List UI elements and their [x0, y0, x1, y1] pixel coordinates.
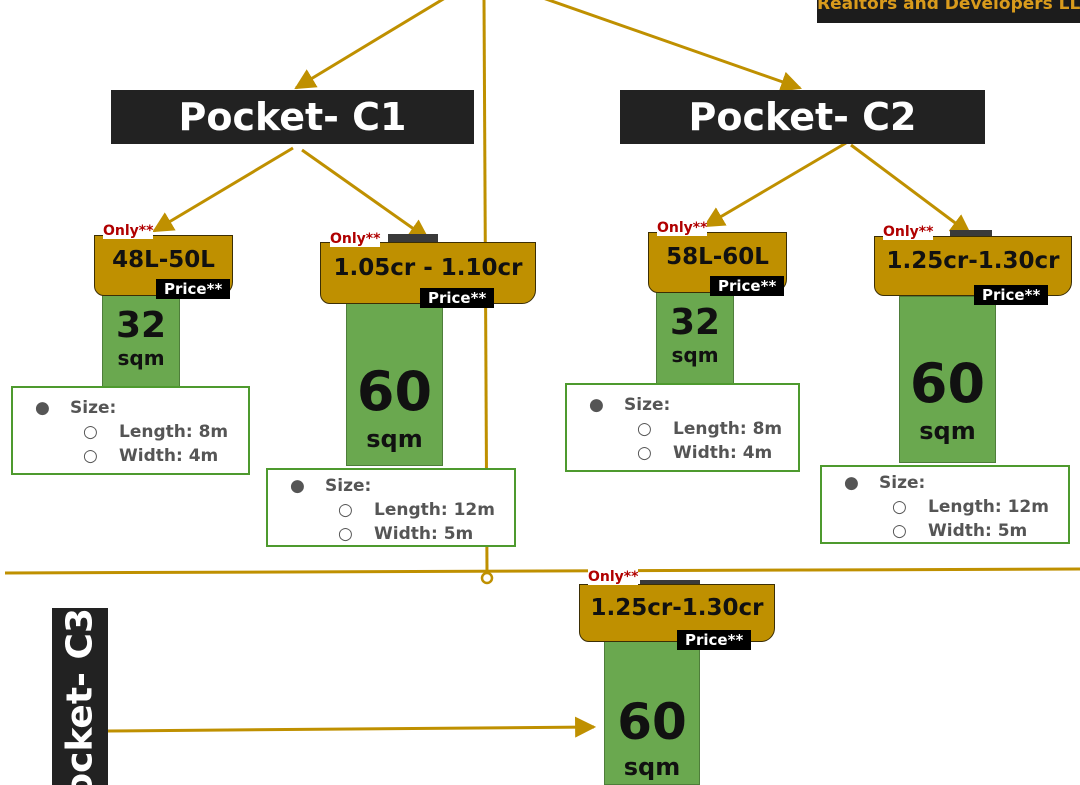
width-value: Width: 4m: [673, 443, 773, 463]
width-value: Width: 5m: [928, 521, 1028, 541]
price-label: Price**: [974, 285, 1049, 305]
circle-bullet-icon: ○: [892, 521, 907, 541]
area-value: 32: [669, 302, 721, 343]
arrow-to-pocket-c2: [544, 0, 802, 92]
area-value: 60: [909, 352, 986, 415]
area-unit: sqm: [919, 417, 976, 445]
arrow-c1-unit1: [152, 146, 294, 233]
circle-bullet-icon: ○: [83, 446, 98, 466]
price-label: Price**: [710, 276, 785, 296]
length-value: Length: 12m: [928, 497, 1049, 517]
size-label: Size:: [879, 473, 926, 493]
area-value: 60: [356, 360, 433, 423]
only-label: Only**: [883, 224, 934, 240]
length-value: Length: 8m: [673, 419, 783, 439]
circle-bullet-icon: ○: [637, 443, 652, 463]
pocket-c2-title: Pocket- C2: [620, 90, 985, 144]
length-value: Length: 8m: [119, 422, 229, 442]
bullet-icon: ●: [589, 395, 604, 415]
width-value: Width: 4m: [119, 446, 219, 466]
area-bar: 60 sqm: [899, 296, 996, 463]
size-box: ● Size: ○ Length: 12m ○ Width: 5m: [266, 468, 516, 547]
area-bar: 60 sqm: [604, 638, 700, 785]
arrow-to-pocket-c1: [294, 0, 445, 90]
bullet-icon: ●: [844, 473, 859, 493]
brand-banner: Realtors and Developers LLP: [817, 0, 1080, 23]
pocket-c3-title: Pocket- C3: [52, 608, 108, 785]
circle-bullet-icon: ○: [637, 419, 652, 439]
size-label: Size:: [70, 398, 117, 418]
pocket-c1-title: Pocket- C1: [111, 90, 474, 144]
area-unit: sqm: [671, 343, 719, 367]
circle-bullet-icon: ○: [892, 497, 907, 517]
only-label: Only**: [588, 569, 639, 585]
area-unit: sqm: [117, 346, 165, 370]
only-label: Only**: [103, 223, 154, 239]
length-value: Length: 12m: [374, 500, 495, 520]
arrow-c2-unit1: [703, 141, 847, 228]
size-box: ● Size: ○ Length: 8m ○ Width: 4m: [11, 386, 250, 475]
circle-bullet-icon: ○: [338, 500, 353, 520]
price-label: Price**: [677, 630, 752, 650]
area-bar: 60 sqm: [346, 302, 443, 466]
size-label: Size:: [624, 395, 671, 415]
bullet-icon: ●: [35, 398, 50, 418]
circle-bullet-icon: ○: [83, 422, 98, 442]
size-box: ● Size: ○ Length: 12m ○ Width: 5m: [820, 465, 1070, 544]
arrow-c3-unit1: [107, 716, 597, 738]
area-bar: 32 sqm: [102, 293, 180, 387]
price-label: Price**: [420, 288, 495, 308]
size-box: ● Size: ○ Length: 8m ○ Width: 4m: [565, 383, 800, 472]
width-value: Width: 5m: [374, 524, 474, 544]
bullet-icon: ●: [290, 476, 305, 496]
size-label: Size:: [325, 476, 372, 496]
circle-bullet-icon: ○: [338, 524, 353, 544]
arrow-c2-unit2: [850, 143, 972, 236]
area-unit: sqm: [366, 425, 423, 453]
area-bar: 32 sqm: [656, 290, 734, 384]
area-value: 60: [617, 693, 687, 751]
area-unit: sqm: [623, 753, 681, 781]
only-label: Only**: [657, 220, 708, 236]
price-label: Price**: [156, 279, 231, 299]
horizontal-divider-line: [4, 567, 1080, 575]
only-label: Only**: [330, 231, 381, 247]
area-value: 32: [115, 305, 167, 346]
arrow-c1-unit2: [301, 148, 430, 241]
junction-circle: [480, 571, 494, 585]
